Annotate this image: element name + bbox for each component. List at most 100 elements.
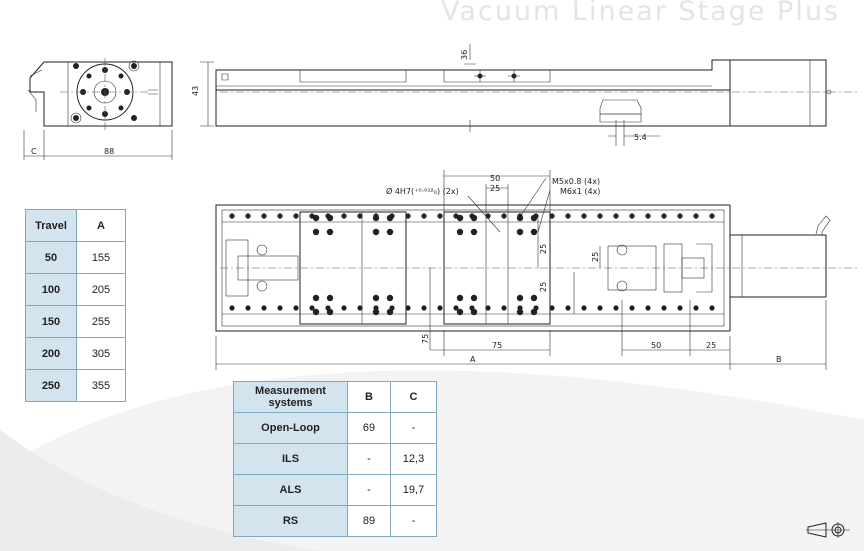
a-header: A xyxy=(76,209,126,242)
rail-hole xyxy=(629,213,635,219)
rail-hole xyxy=(341,305,347,311)
carriage-hole xyxy=(386,308,394,316)
projection-symbol-icon xyxy=(806,522,850,538)
rail-hole xyxy=(437,305,443,311)
dim-25-bottom: 25 xyxy=(706,341,716,350)
rail-hole xyxy=(709,305,715,311)
travel-header: Travel xyxy=(25,209,77,242)
rail-hole xyxy=(581,213,587,219)
system-name: ALS xyxy=(233,474,348,506)
rail-hole xyxy=(309,305,315,311)
rail-hole xyxy=(645,213,651,219)
carriage-hole xyxy=(386,294,394,302)
c-value: 19,7 xyxy=(390,474,437,506)
dim-5-4: 5.4 xyxy=(634,133,647,142)
rail-hole xyxy=(613,305,619,311)
a-value: 155 xyxy=(76,241,126,274)
rail-hole xyxy=(421,305,427,311)
c-value: - xyxy=(390,412,437,444)
carriage-hole xyxy=(312,308,320,316)
carriage-hole xyxy=(312,214,320,222)
dim-25-a: 25 xyxy=(539,244,548,254)
carriage-hole xyxy=(372,294,380,302)
thread-m6-label: M6x1 (4x) xyxy=(560,187,600,196)
rail-hole xyxy=(293,213,299,219)
c-value: 12,3 xyxy=(390,443,437,475)
side-view xyxy=(23,58,214,160)
system-name: RS xyxy=(233,505,348,537)
carriage-hole xyxy=(516,308,524,316)
rail-hole xyxy=(357,213,363,219)
rail-hole xyxy=(645,305,651,311)
dim-75-bottom: 75 xyxy=(492,341,502,350)
rail-hole xyxy=(277,213,283,219)
rail-hole xyxy=(693,305,699,311)
rail-hole xyxy=(661,213,667,219)
rail-hole xyxy=(341,213,347,219)
carriage-hole xyxy=(530,294,538,302)
carriage-hole xyxy=(326,308,334,316)
rail-hole xyxy=(629,305,635,311)
dim-36: 36 xyxy=(460,50,469,60)
b-value: - xyxy=(347,474,391,506)
carriage-hole xyxy=(326,228,334,236)
carriage-hole xyxy=(470,308,478,316)
carriage-hole xyxy=(372,308,380,316)
dim-25-top: 25 xyxy=(490,184,500,193)
b-value: 89 xyxy=(347,505,391,537)
b-value: 69 xyxy=(347,412,391,444)
carriage-hole xyxy=(312,294,320,302)
carriage-hole xyxy=(516,294,524,302)
measurement-header: Measurement systems xyxy=(233,381,348,413)
rail-hole xyxy=(677,305,683,311)
rail-hole xyxy=(661,305,667,311)
plan-view xyxy=(215,170,860,370)
carriage-hole xyxy=(456,308,464,316)
dim-a: A xyxy=(470,355,476,364)
b-header: B xyxy=(347,381,391,413)
rail-hole xyxy=(357,305,363,311)
carriage-hole xyxy=(386,214,394,222)
dim-88: 88 xyxy=(104,147,114,156)
a-value: 355 xyxy=(76,369,126,402)
rail-hole xyxy=(597,305,603,311)
carriage-hole xyxy=(470,214,478,222)
rail-hole xyxy=(245,305,251,311)
rail-hole xyxy=(229,213,235,219)
rail-hole xyxy=(261,213,267,219)
carriage-hole xyxy=(516,214,524,222)
rail-hole xyxy=(677,213,683,219)
dim-c: C xyxy=(31,147,37,156)
dim-50-bottom: 50 xyxy=(651,341,661,350)
rail-hole xyxy=(549,213,555,219)
dim-25-c: 25 xyxy=(591,252,600,262)
dim-43: 43 xyxy=(191,86,200,96)
rail-hole xyxy=(293,305,299,311)
rail-hole xyxy=(245,213,251,219)
rail-hole xyxy=(437,213,443,219)
carriage-hole xyxy=(530,214,538,222)
rail-hole xyxy=(709,213,715,219)
rail-hole xyxy=(485,305,491,311)
dim-50-top: 50 xyxy=(490,174,500,183)
carriage-hole xyxy=(516,228,524,236)
table-row: ILS-12,3 xyxy=(233,443,437,475)
rail-hole xyxy=(565,213,571,219)
a-value: 305 xyxy=(76,337,126,370)
carriage-hole xyxy=(386,228,394,236)
hole-4h7-label: Ø 4H7(⁺⁰·⁰¹²₀) (2x) xyxy=(386,186,459,196)
dim-25-b: 25 xyxy=(539,282,548,292)
carriage-hole xyxy=(456,294,464,302)
travel-value: 50 xyxy=(25,241,77,274)
carriage-hole xyxy=(326,294,334,302)
system-name: ILS xyxy=(233,443,348,475)
thread-m5-label: M5x0.8 (4x) xyxy=(552,177,600,186)
rail-hole xyxy=(261,305,267,311)
